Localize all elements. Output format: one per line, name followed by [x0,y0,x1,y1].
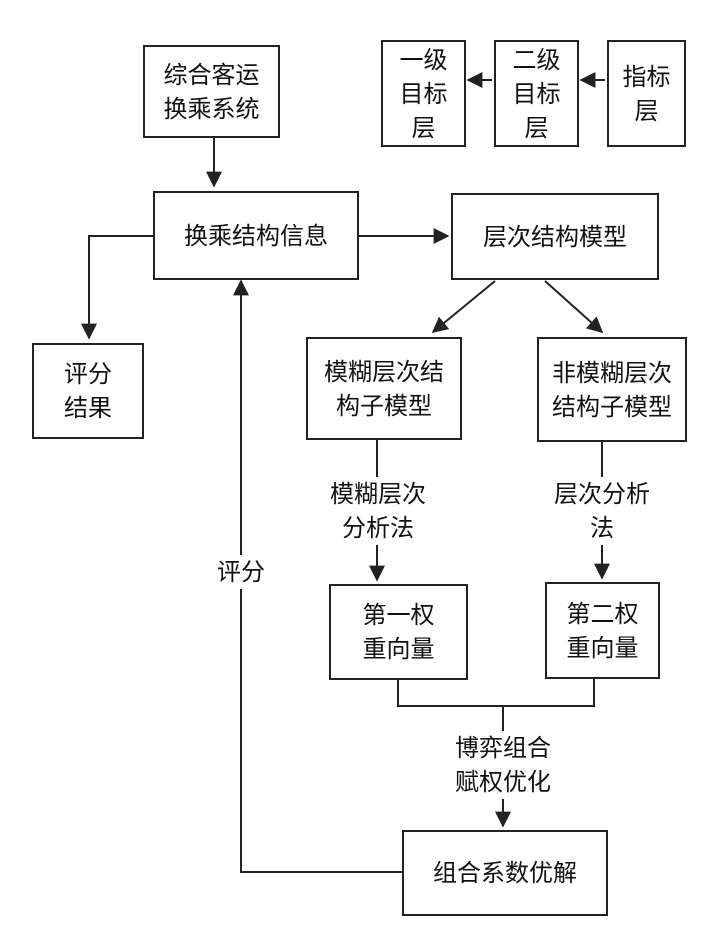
level2-target-box: 二级 目标 层 [494,40,579,147]
level1-target-text: 一级 目标 层 [400,43,448,145]
integrated-transfer-system-text: 综合客运 换乘系统 [164,58,260,126]
fuzzy-ahp-label: 模糊层次 分析法 [318,477,438,545]
second-weight-vector-box: 第二权 重向量 [545,582,660,679]
indicator-layer-text: 指标 层 [623,60,671,128]
fuzzy-submodel-box: 模糊层次结 构子模型 [306,337,462,440]
first-weight-vector-text: 第一权 重向量 [363,598,435,666]
score-result-box: 评分 结果 [32,343,144,439]
arrow-info-to-score [89,236,153,338]
scoring-label: 评分 [212,555,270,589]
score-result-text: 评分 结果 [64,357,112,425]
hierarchy-structure-model-box: 层次结构模型 [451,193,659,280]
transfer-structure-info-box: 换乘结构信息 [153,191,359,280]
arrow-model-to-nonfuzzy [545,281,602,332]
first-weight-vector-box: 第一权 重向量 [329,584,468,680]
nonfuzzy-submodel-text: 非模糊层次 结构子模型 [552,356,672,424]
second-weight-vector-text: 第二权 重向量 [567,597,639,665]
level2-target-text: 二级 目标 层 [513,43,561,145]
combination-solution-text: 组合系数优解 [433,856,577,890]
ahp-label: 层次分析 法 [543,477,661,545]
level1-target-box: 一级 目标 层 [381,40,466,147]
nonfuzzy-submodel-box: 非模糊层次 结构子模型 [537,337,687,442]
hierarchy-structure-model-text: 层次结构模型 [483,220,627,254]
fuzzy-submodel-text: 模糊层次结 构子模型 [324,355,444,423]
integrated-transfer-system-box: 综合客运 换乘系统 [143,45,280,138]
merge-line [398,679,594,706]
indicator-layer-box: 指标 层 [607,40,686,147]
combination-solution-box: 组合系数优解 [402,830,608,916]
game-weighting-label: 博弈组合 赋权优化 [445,731,561,799]
transfer-structure-info-text: 换乘结构信息 [184,219,328,253]
arrow-model-to-fuzzy [433,281,495,332]
